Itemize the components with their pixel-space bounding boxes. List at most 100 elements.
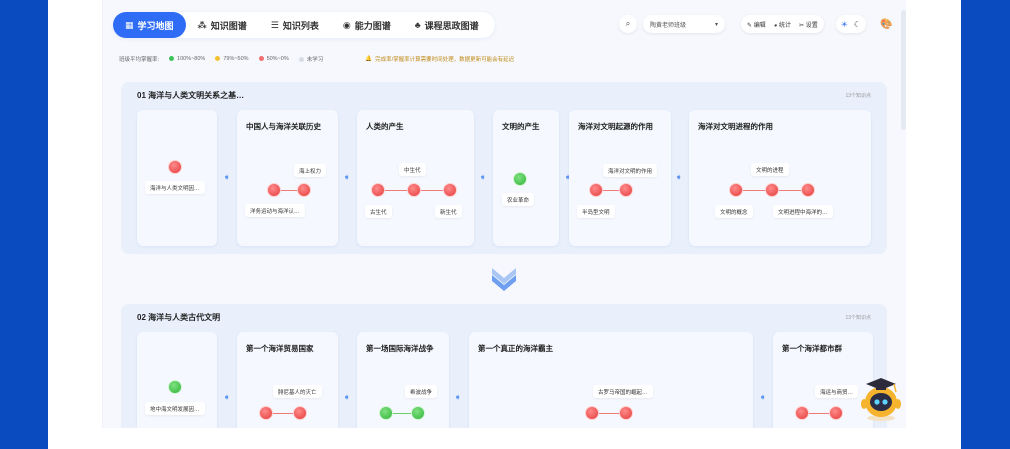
knowledge-node[interactable] bbox=[168, 160, 182, 174]
knowledge-card[interactable]: 第一个真正的海洋霸主 古罗马帝国的崛起… bbox=[469, 332, 753, 428]
edit-label: 编辑 bbox=[753, 22, 766, 29]
knowledge-tag[interactable]: 文明的概念 bbox=[715, 205, 753, 218]
legend-item: 未学习 bbox=[298, 55, 323, 63]
section-01: 01 海洋与人类文明关系之基… 13个知识点 海洋与人类文明因… ➧ 中国人与海… bbox=[121, 82, 887, 254]
knowledge-card[interactable]: 海洋对文明起源的作用 海洋对文明的作用 半岛型文明 bbox=[569, 110, 671, 246]
knowledge-node[interactable] bbox=[619, 406, 633, 420]
arrow-right-icon: ➧ bbox=[343, 172, 351, 182]
knowledge-node[interactable] bbox=[729, 183, 743, 197]
section-02: 02 海洋与人类古代文明 13个知识点 地中海文明发展因… ➧ 第一个海洋贸易国… bbox=[121, 304, 887, 428]
robot-mascot-icon[interactable] bbox=[858, 372, 904, 422]
list-icon: ☰ bbox=[270, 19, 279, 30]
browser-viewport: ▦ 学习地图 ⁂ 知识图谱 ☰ 知识列表 ◉ 能力图谱 ♣ 课程思政图谱 ⌕ bbox=[48, 0, 961, 449]
knowledge-node[interactable] bbox=[829, 406, 843, 420]
arrow-down-icon bbox=[492, 268, 516, 291]
tab-knowledge-list[interactable]: ☰ 知识列表 bbox=[259, 12, 331, 38]
tab-learning-map[interactable]: ▦ 学习地图 bbox=[113, 12, 186, 38]
arrow-right-icon: ➧ bbox=[564, 172, 572, 182]
knowledge-node[interactable] bbox=[379, 406, 393, 420]
tab-course-graph[interactable]: ♣ 课程思政图谱 bbox=[403, 12, 491, 38]
stats-button[interactable]: ◕ 统计 bbox=[774, 20, 791, 29]
knowledge-node[interactable] bbox=[259, 406, 273, 420]
knowledge-node[interactable] bbox=[267, 183, 281, 197]
legend-item: 79%~50% bbox=[215, 56, 249, 62]
tab-ability-graph[interactable]: ◉ 能力图谱 bbox=[331, 12, 403, 38]
knowledge-card[interactable]: 第一个海洋贸易国家 腓尼基人的灭亡 bbox=[237, 332, 338, 428]
moon-icon[interactable]: ☾ bbox=[853, 19, 862, 29]
graph-icon: ⁂ bbox=[197, 19, 207, 30]
knowledge-node[interactable] bbox=[411, 406, 425, 420]
knowledge-node[interactable] bbox=[619, 183, 633, 197]
knowledge-tag[interactable]: 洋务运动与海洋认… bbox=[245, 204, 305, 217]
legend-item-label: 79%~50% bbox=[223, 56, 249, 62]
knowledge-node[interactable] bbox=[589, 183, 603, 197]
knowledge-node[interactable] bbox=[293, 406, 307, 420]
wrench-icon: ✂ bbox=[799, 22, 805, 29]
knowledge-node[interactable] bbox=[168, 380, 182, 394]
knowledge-tag[interactable]: 半岛型文明 bbox=[577, 205, 615, 218]
ability-icon: ◉ bbox=[342, 19, 351, 30]
knowledge-card[interactable]: 人类的产生 中生代 古生代 新生代 bbox=[357, 110, 474, 246]
arrow-right-icon: ➧ bbox=[675, 172, 683, 182]
knowledge-tag[interactable]: 海运与商贸… bbox=[815, 385, 859, 398]
knowledge-card[interactable]: 海洋对文明进程的作用 文明的进程 文明的概念 文明进程中海洋的… bbox=[689, 110, 871, 246]
knowledge-node[interactable] bbox=[371, 183, 385, 197]
vertical-scrollbar[interactable] bbox=[901, 10, 906, 130]
knowledge-tag[interactable]: 海洋与人类文明因… bbox=[145, 181, 205, 194]
settings-button[interactable]: ✂ 设置 bbox=[799, 20, 818, 29]
edit-button[interactable]: ✎ 编辑 bbox=[747, 20, 766, 29]
knowledge-tag[interactable]: 新生代 bbox=[435, 205, 462, 218]
knowledge-tag[interactable]: 希波战争 bbox=[405, 385, 438, 398]
knowledge-edge bbox=[593, 413, 627, 414]
knowledge-node[interactable] bbox=[795, 406, 809, 420]
knowledge-edge bbox=[267, 413, 301, 414]
class-select[interactable]: 陶黄老师班级 ▾ bbox=[643, 15, 725, 33]
arrow-right-icon: ➧ bbox=[223, 392, 231, 402]
knowledge-node[interactable] bbox=[801, 183, 815, 197]
bell-icon: 🔔 bbox=[365, 56, 373, 62]
knowledge-node[interactable] bbox=[407, 183, 421, 197]
knowledge-tag[interactable]: 古生代 bbox=[365, 205, 392, 218]
sun-icon[interactable]: ☀ bbox=[840, 19, 848, 29]
knowledge-card[interactable]: 中国人与海洋关联历史 海上权力 洋务运动与海洋认… bbox=[237, 110, 338, 246]
card-title: 第一个海洋贸易国家 bbox=[246, 344, 314, 353]
tab-knowledge-graph[interactable]: ⁂ 知识图谱 bbox=[186, 12, 259, 38]
section-count: 13个知识点 bbox=[845, 93, 871, 99]
knowledge-node[interactable] bbox=[297, 183, 311, 197]
arrow-right-icon: ➧ bbox=[479, 172, 487, 182]
top-nav: ▦ 学习地图 ⁂ 知识图谱 ☰ 知识列表 ◉ 能力图谱 ♣ 课程思政图谱 bbox=[113, 12, 495, 38]
card-title: 文明的产生 bbox=[502, 122, 540, 131]
arrow-right-icon: ➧ bbox=[343, 392, 351, 402]
section-count: 13个知识点 bbox=[845, 315, 871, 321]
knowledge-node[interactable] bbox=[765, 183, 779, 197]
legend-item: 100%~80% bbox=[169, 56, 205, 62]
knowledge-card[interactable]: 第一个海洋都市群 海运与商贸… bbox=[773, 332, 873, 428]
card-title: 中国人与海洋关联历史 bbox=[246, 122, 321, 131]
knowledge-card[interactable]: 第一场国际海洋战争 希波战争 bbox=[357, 332, 449, 428]
knowledge-tag[interactable]: 海洋对文明的作用 bbox=[603, 164, 658, 177]
palette-icon[interactable]: 🎨 bbox=[880, 18, 893, 30]
knowledge-node[interactable] bbox=[513, 172, 527, 186]
knowledge-tag[interactable]: 地中海文明发展因… bbox=[145, 402, 205, 415]
knowledge-tag[interactable]: 古罗马帝国的崛起… bbox=[593, 385, 653, 398]
arrow-right-icon: ➧ bbox=[759, 392, 767, 402]
knowledge-tag[interactable]: 海上权力 bbox=[294, 164, 327, 177]
course-icon: ♣ bbox=[414, 20, 421, 30]
knowledge-card[interactable]: 海洋与人类文明因… bbox=[137, 110, 217, 246]
search-button[interactable]: ⌕ bbox=[619, 15, 637, 33]
knowledge-node[interactable] bbox=[585, 406, 599, 420]
knowledge-card[interactable]: 文明的产生 农业革命 bbox=[493, 110, 559, 246]
knowledge-tag[interactable]: 腓尼基人的灭亡 bbox=[273, 385, 322, 398]
knowledge-tag[interactable]: 文明进程中海洋的… bbox=[773, 205, 833, 218]
search-icon: ⌕ bbox=[625, 19, 631, 28]
knowledge-card[interactable]: 地中海文明发展因… bbox=[137, 332, 217, 428]
knowledge-tag[interactable]: 文明的进程 bbox=[751, 163, 789, 176]
tab-label: 能力图谱 bbox=[354, 20, 391, 31]
arrow-right-icon: ➧ bbox=[223, 172, 231, 182]
knowledge-tag[interactable]: 农业革命 bbox=[502, 193, 535, 206]
legend-item-label: 100%~80% bbox=[177, 56, 206, 62]
knowledge-node[interactable] bbox=[443, 183, 457, 197]
tab-label: 知识列表 bbox=[282, 20, 319, 31]
knowledge-edge bbox=[597, 190, 627, 191]
knowledge-tag[interactable]: 中生代 bbox=[399, 163, 426, 176]
